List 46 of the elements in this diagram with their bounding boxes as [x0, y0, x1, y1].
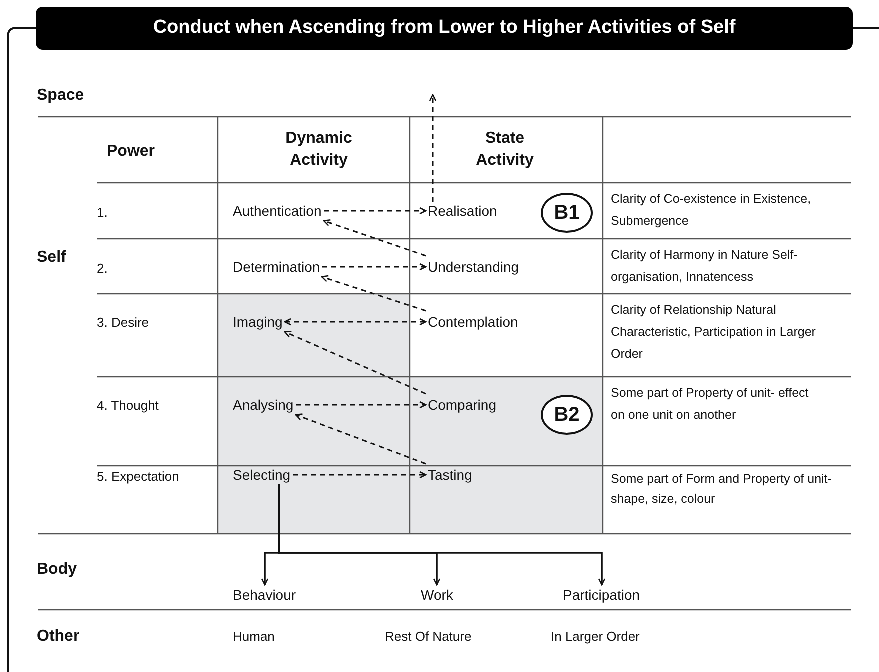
row-label: 1. [97, 204, 109, 222]
badge-ellipse: B1 [541, 193, 593, 233]
description-text: Some part of Form and Property of unit- shape, size, colour [611, 471, 833, 508]
dashed-arrow [321, 275, 426, 312]
row-heading: Other [37, 627, 81, 647]
dashed-arrow [293, 471, 427, 479]
category-text: Rest Of Nature [385, 628, 473, 646]
dashed-arrow [429, 94, 437, 202]
activity-text: Analysing [233, 396, 294, 414]
row-heading: Space [37, 86, 86, 106]
row-heading: Self [37, 248, 68, 268]
dashed-arrow [324, 207, 427, 215]
activity-text: Understanding [428, 258, 520, 276]
description-text: Clarity of Harmony in Nature Self-organisation, Innatencess [611, 247, 799, 286]
dashed-arrow [296, 401, 427, 409]
row-label: 3. Desire [97, 314, 150, 332]
dashed-arrow [322, 263, 427, 271]
activity-text: Realisation [428, 202, 498, 220]
dashed-arrow [284, 318, 427, 326]
dashed-arrow [323, 219, 426, 257]
activity-text: Imaging [233, 313, 283, 331]
category-text: Human [233, 628, 276, 646]
column-heading: Power [107, 142, 156, 162]
category-text: In Larger Order [551, 628, 641, 646]
activity-text: Contemplation [428, 313, 518, 331]
activity-text: Participation [563, 586, 640, 604]
row-label: 2. [97, 260, 109, 278]
activity-text: Selecting [233, 466, 291, 484]
title-bar: Conduct when Ascending from Lower to Higher Activities of Self [36, 7, 853, 50]
description-text: Clarity of Co-existence in Existence, Submergence [611, 191, 812, 230]
activity-text: Behaviour [233, 586, 296, 604]
description-text: Clarity of Relationship Natural Characteristic, Participation in Larger Order [611, 302, 817, 363]
dashed-arrow [284, 331, 426, 395]
activity-text: Comparing [428, 396, 496, 414]
description-text: Some part of Property of unit- effect on one unit on another [611, 385, 810, 424]
activity-text: Authentication [233, 202, 322, 220]
row-label: 5. Expectation [97, 468, 180, 486]
row-label: 4. Thought [97, 397, 160, 415]
row-heading: Body [37, 560, 78, 580]
dashed-arrow [295, 414, 426, 465]
column-heading: State Activity [475, 129, 535, 171]
arrow [278, 484, 606, 586]
activity-text: Determination [233, 258, 320, 276]
column-heading: Dynamic Activity [284, 129, 354, 171]
activity-text: Work [421, 586, 454, 604]
activity-text: Tasting [428, 466, 472, 484]
